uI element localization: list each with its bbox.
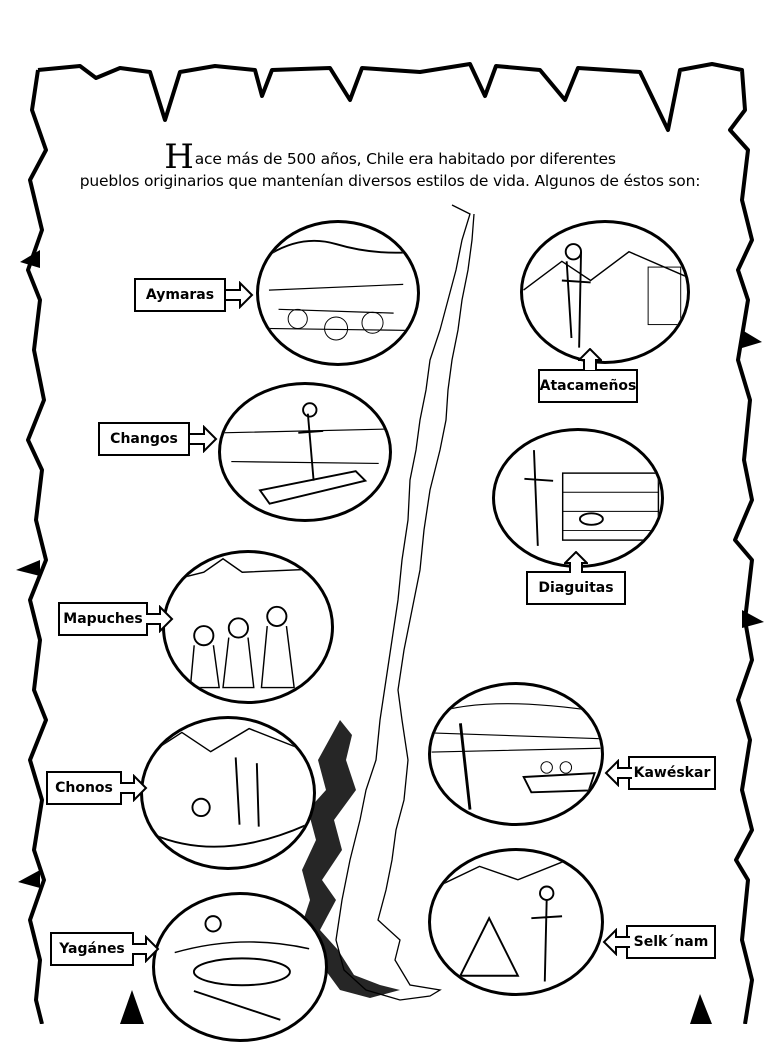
diaguitas-illustration [492,428,664,568]
changos-illustration [218,382,392,522]
atacamenos-illustration [520,220,690,364]
intro-text: Hace más de 500 años, Chile era habitado… [40,140,740,191]
label-mapuches: Mapuches [58,602,148,636]
mapuches-illustration [162,550,334,704]
intro-line-1: Hace más de 500 años, Chile era habitado… [40,140,740,174]
arrow-right-icon [190,425,218,453]
label-yaganes: Yagánes [50,932,134,966]
kaweskar-illustration [428,682,604,826]
yaganes-illustration [152,892,328,1042]
arrow-right-icon [226,281,254,309]
intro-line-1-rest: ace más de 500 años, Chile era habitado … [194,150,616,168]
drop-cap: H [164,137,194,177]
arrow-right-icon [146,605,174,633]
arrow-right-icon [132,935,160,963]
arrow-left-icon [604,759,632,787]
label-selknam: Selk´nam [626,925,716,959]
arrow-up-icon [578,348,602,370]
label-atacamenos: Atacameños [538,369,638,403]
label-kaweskar: Kawéskar [628,756,716,790]
arrow-right-icon [120,774,148,802]
arrow-left-icon [602,928,630,956]
chonos-illustration [140,716,316,870]
intro-line-2: pueblos originarios que mantenían divers… [79,172,701,190]
selknam-illustration [428,848,604,996]
label-diaguitas: Diaguitas [526,571,626,605]
aymaras-illustration [256,220,420,366]
label-changos: Changos [98,422,190,456]
arrow-up-icon [564,551,588,573]
label-aymaras: Aymaras [134,278,226,312]
label-chonos: Chonos [46,771,122,805]
